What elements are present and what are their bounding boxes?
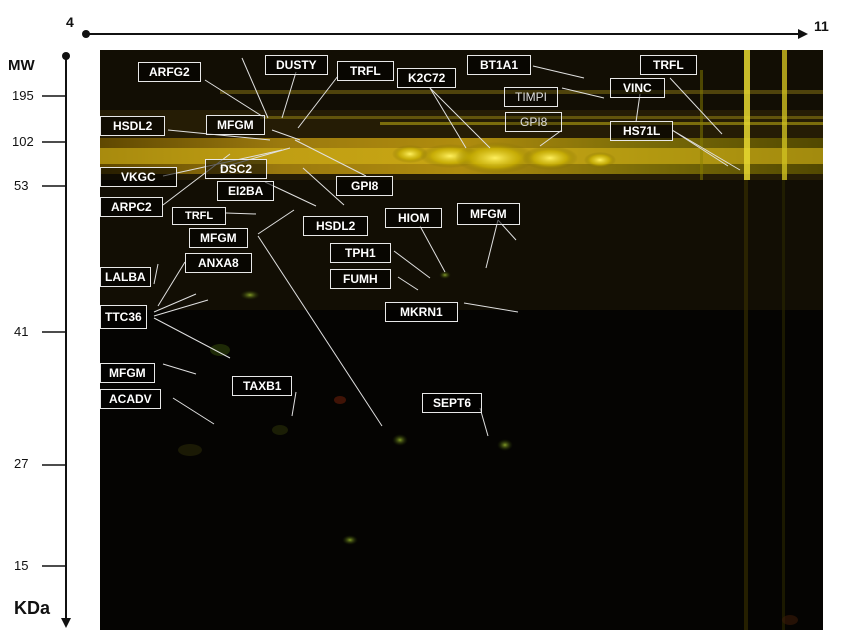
protein-label-trfl: TRFL xyxy=(172,207,227,225)
protein-label-arpc2: ARPC2 xyxy=(100,197,163,217)
protein-label-vkgc: VKGC xyxy=(100,167,177,187)
protein-label-tph1: TPH1 xyxy=(330,243,391,263)
mw-tick-label: 195 xyxy=(12,88,34,103)
protein-label-ei2ba: EI2BA xyxy=(217,181,275,201)
mw-axis-start-dot xyxy=(62,52,70,60)
mw-tick-label: 102 xyxy=(12,134,34,149)
gel-image xyxy=(100,50,823,630)
protein-label-trfl: TRFL xyxy=(337,61,394,81)
protein-label-mkrn1: MKRN1 xyxy=(385,302,458,322)
protein-label-ttc36: TTC36 xyxy=(100,305,147,329)
protein-label-gpi8: GPI8 xyxy=(336,176,394,196)
protein-label-mfgm: MFGM xyxy=(457,203,520,225)
protein-label-hsdl2: HSDL2 xyxy=(303,216,369,236)
protein-label-dsc2: DSC2 xyxy=(205,159,268,179)
ph-axis-start-dot xyxy=(82,30,90,38)
protein-label-acadv: ACADV xyxy=(100,389,161,409)
mw-axis-arrowhead xyxy=(61,618,71,628)
protein-label-hsdl2: HSDL2 xyxy=(100,116,166,136)
protein-label-fumh: FUMH xyxy=(330,269,391,289)
protein-label-mfgm: MFGM xyxy=(100,363,155,383)
ph-axis-start-label: 4 xyxy=(66,14,74,30)
mw-axis-title: MW xyxy=(8,57,35,74)
gel-spots xyxy=(100,50,823,630)
protein-label-timpi: TIMPI xyxy=(504,87,558,107)
protein-label-mfgm: MFGM xyxy=(206,115,265,135)
mw-tick-label: 53 xyxy=(14,178,29,193)
protein-label-anxa8: ANXA8 xyxy=(185,253,252,273)
protein-label-k2c72: K2C72 xyxy=(397,68,457,88)
mw-tick-label: 41 xyxy=(14,324,29,339)
mw-axis-unit: KDa xyxy=(14,598,51,618)
protein-label-mfgm: MFGM xyxy=(189,228,248,248)
protein-label-hiom: HIOM xyxy=(385,208,443,228)
ph-axis-arrowhead xyxy=(798,29,808,39)
protein-label-bt1a1: BT1A1 xyxy=(467,55,532,75)
protein-label-dusty: DUSTY xyxy=(265,55,328,75)
mw-tick-label: 15 xyxy=(14,558,29,573)
protein-label-hs71l: HS71L xyxy=(610,121,674,141)
protein-label-arfg2: ARFG2 xyxy=(138,62,201,82)
protein-label-gpi8: GPI8 xyxy=(505,112,563,132)
protein-label-trfl: TRFL xyxy=(640,55,697,75)
ph-axis-end-label: 11 xyxy=(814,18,829,34)
protein-label-lalba: LALBA xyxy=(100,267,151,287)
protein-label-vinc: VINC xyxy=(610,78,665,98)
protein-label-taxb1: TAXB1 xyxy=(232,376,293,396)
mw-tick-label: 27 xyxy=(14,456,29,471)
leader-lines xyxy=(153,57,741,437)
protein-label-sept6: SEPT6 xyxy=(422,393,483,413)
